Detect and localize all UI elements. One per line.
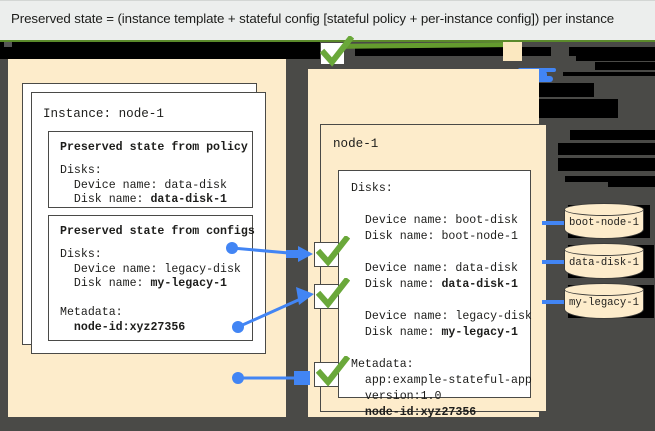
preserved-state-from-configs-card: Preserved state from configs Disks: Devi… [48,215,255,341]
disk-my-legacy-1: my-legacy-1 [564,283,644,323]
instance-card-title: Instance: node-1 [43,107,164,121]
caption-bar: Preserved state = (instance template + s… [0,0,655,40]
disk-label: boot-node-1 [569,217,639,229]
disk-top [564,243,644,256]
configs-line-0: Disks: [60,248,102,261]
caption-text: Preserved state = (instance template + s… [11,11,615,26]
link-legacy-disk [542,300,569,304]
redaction-bar [558,143,655,155]
policy-card-body: Disks: Device name: data-disk Disk name:… [60,164,227,208]
node-data-disk-name: data-disk-1 [441,278,518,291]
node-card-title: node-1 [333,137,379,151]
policy-line-2: Disk name: data-disk-1 [60,193,227,206]
configs-line-5: node-id:xyz27356 [60,321,185,334]
configs-disk-name: my-legacy-1 [150,277,227,290]
node-card: node-1 Disks: Device name: boot-disk Dis… [320,124,547,419]
configs-card-heading: Preserved state from configs [60,225,255,238]
check-box-legacy-disk [314,284,339,309]
disk-top [564,283,644,296]
configs-metadata-value: node-id:xyz27356 [73,320,186,334]
node-line-data-disk: Disk name: data-disk-1 [351,278,518,291]
policy-card-heading: Preserved state from policy [60,141,248,154]
node-line-legacy-disk: Disk name: my-legacy-1 [351,326,518,339]
policy-disk-name: data-disk-1 [150,193,227,206]
node-line-meta-app: app:example-stateful-app [351,374,532,387]
check-box-top-annotation [320,42,345,65]
redaction-bar [565,176,655,182]
preserved-state-from-policy-card: Preserved state from policy Disks: Devic… [48,131,253,208]
redaction-bar [595,62,655,70]
configs-line-4: Metadata: [60,306,123,319]
check-box-data-disk [314,242,339,267]
instance-card: Instance: node-1 Preserved state from po… [31,92,266,354]
node-line-meta-version: version:1.0 [351,390,442,403]
link-boot-disk [542,221,569,225]
policy-line-1: Device name: data-disk [60,178,227,192]
node-line-disks: Disks: [351,182,393,195]
node-metadata-nodeid: node-id:xyz27356 [364,406,477,419]
disk-top [564,203,644,216]
node-detail-card: Disks: Device name: boot-disk Disk name:… [338,170,532,419]
check-box-metadata [314,362,339,387]
redaction-bar [569,47,655,56]
node-line-data-device: Device name: data-disk [351,262,518,275]
redaction-bar [0,42,330,59]
node-line-legacy-device: Device name: legacy-disk [351,310,532,323]
node-line-meta-nodeid: node-id:xyz27356 [351,406,476,419]
disk-label: data-disk-1 [569,257,639,269]
link-data-disk [542,260,569,264]
policy-line-0: Disks: [60,164,102,177]
configs-line-1: Device name: legacy-disk [60,262,241,276]
redaction-bar [4,42,12,47]
disk-data-disk-1: data-disk-1 [564,243,644,283]
cream-tab-marker [503,42,522,61]
node-line-metadata: Metadata: [351,358,414,371]
redaction-bar [608,182,655,187]
node-detail-body: Disks: Device name: boot-disk Disk name:… [351,181,532,421]
redaction-bar [563,72,655,76]
node-legacy-disk-name: my-legacy-1 [441,326,518,339]
redaction-bar [576,56,655,61]
redaction-bar [570,130,655,140]
redaction-bar [558,158,655,171]
configs-line-2: Disk name: my-legacy-1 [60,277,227,290]
disk-label: my-legacy-1 [569,297,639,309]
node-line-boot-device: Device name: boot-disk [351,214,518,227]
redaction-bar [355,47,551,56]
configs-card-body: Disks: Device name: legacy-disk Disk nam… [60,248,241,335]
node-line-boot-disk: Disk name: boot-node-1 [351,230,518,243]
disk-boot-node-1: boot-node-1 [564,203,644,243]
